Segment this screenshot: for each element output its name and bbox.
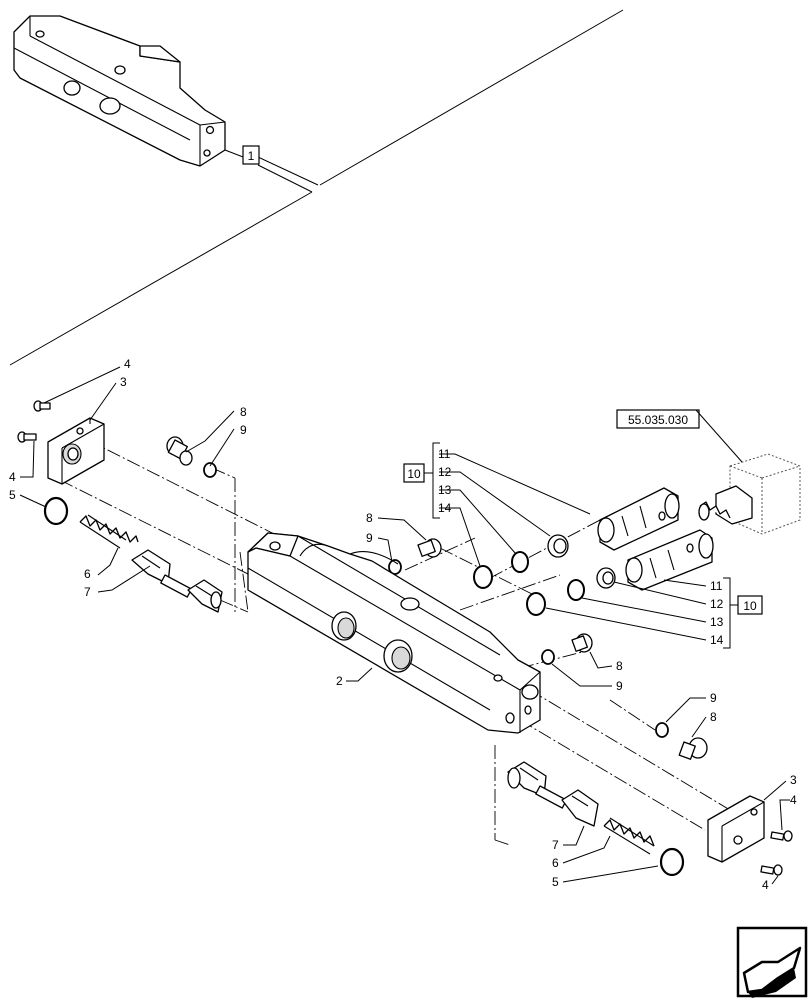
snap-ring-lower-right (655, 722, 669, 738)
item-number: 3 (790, 773, 797, 787)
item-number: 4 (124, 357, 131, 371)
plug-mid (417, 538, 442, 558)
o-ring-lower-kit (526, 592, 546, 616)
o-ring-left (43, 496, 69, 526)
o-ring-upper (473, 565, 493, 589)
snap-ring-right (541, 649, 555, 665)
plug-right (571, 633, 593, 653)
item-number: 8 (616, 659, 623, 673)
screw-left-lower (17, 431, 37, 443)
item-number: 9 (240, 423, 247, 437)
item-number: 9 (366, 531, 373, 545)
kit-label-lower: 10 (743, 599, 757, 613)
ref-code-label: 55.035.030 (628, 413, 688, 427)
leader-lines (19, 366, 790, 885)
item-number: 14 (710, 633, 724, 647)
seal-ring-upper (547, 534, 569, 558)
kit-bracket-upper (424, 442, 440, 519)
cover-plate-right (707, 795, 765, 863)
item-number: 2 (336, 674, 343, 688)
kit-box-upper[interactable]: 10 (403, 463, 425, 483)
o-ring-lower (659, 847, 685, 877)
solenoid-reference (698, 453, 801, 535)
item-number: 11 (710, 579, 723, 593)
spool-left (131, 549, 223, 613)
plug-upper-left (166, 436, 193, 466)
backup-ring-upper (511, 551, 529, 573)
item-number: 12 (438, 465, 452, 479)
screw-right-upper (770, 830, 793, 842)
item-number: 13 (438, 483, 452, 497)
item-number: 14 (438, 501, 452, 515)
plug-lower-right (678, 737, 708, 760)
item-number: 6 (552, 856, 559, 870)
backup-ring-lower (567, 579, 585, 601)
item-number: 7 (84, 585, 91, 599)
item-number: 3 (120, 375, 127, 389)
spring-left (79, 514, 139, 549)
valve-cartridge-lower (625, 529, 714, 591)
item-number: 8 (710, 710, 717, 724)
kit-label-upper: 10 (407, 467, 421, 481)
item-number: 11 (438, 447, 451, 461)
item-number: 4 (762, 878, 769, 892)
item-number: 9 (710, 691, 717, 705)
snap-ring-upper-left (203, 462, 217, 478)
assembly-ref-label: 1 (248, 149, 255, 163)
screw-right-lower (760, 864, 783, 876)
item-number: 9 (616, 679, 623, 693)
valve-assembly-thumbnail (13, 15, 226, 167)
item-numbers: 4 3 4 5 6 7 8 9 8 9 11 12 13 14 11 12 13… (9, 357, 797, 892)
assembly-ref-box[interactable]: 1 (242, 145, 260, 165)
spool-lower (507, 761, 599, 827)
seal-ring-lower (596, 567, 616, 589)
item-number: 4 (790, 793, 797, 807)
item-number: 7 (552, 838, 559, 852)
screw-left-upper (33, 400, 51, 412)
item-number: 4 (9, 470, 16, 484)
item-number: 5 (9, 488, 16, 502)
item-number: 13 (710, 615, 724, 629)
item-number: 8 (240, 405, 247, 419)
item-number: 8 (366, 511, 373, 525)
next-page-arrow-icon[interactable] (736, 926, 808, 998)
ref-code-box[interactable]: 55.035.030 (616, 409, 700, 429)
valve-cartridge-upper (597, 487, 680, 551)
kit-box-lower[interactable]: 10 (737, 595, 763, 615)
item-number: 12 (710, 597, 724, 611)
item-number: 5 (552, 875, 559, 889)
assembly-axes (59, 439, 731, 846)
valve-body (247, 532, 541, 734)
spring-lower (603, 817, 655, 855)
cover-plate-left (47, 417, 105, 485)
item-number: 6 (84, 567, 91, 581)
kit-bracket-lower (723, 577, 738, 649)
